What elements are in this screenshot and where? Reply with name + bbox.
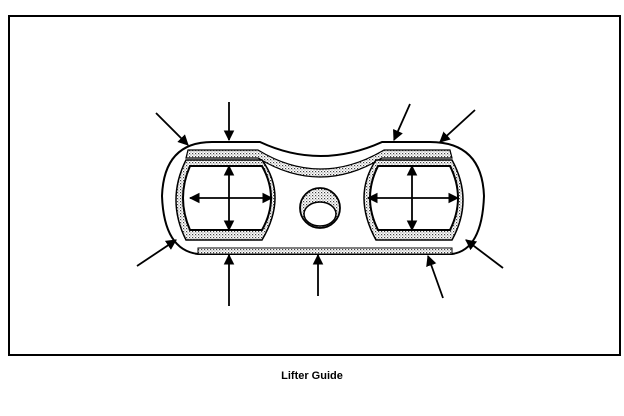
pointer-arrow — [465, 239, 504, 269]
pointer-arrow — [439, 109, 476, 143]
figure-caption: Lifter Guide — [281, 370, 343, 382]
diagram-frame — [8, 15, 621, 356]
pointer-arrow — [426, 254, 444, 299]
bottom-band-shading — [197, 247, 453, 255]
pointer-arrow — [136, 239, 177, 267]
pointer-arrows — [136, 102, 504, 306]
top-band-shading — [185, 149, 453, 178]
left-bore-measurement-arrows — [188, 164, 274, 232]
right-bore-measurement-arrows — [366, 164, 460, 232]
pointer-arrow — [155, 112, 189, 146]
pointer-arrow — [393, 103, 411, 141]
center-bolt-hole-inner — [303, 201, 337, 227]
